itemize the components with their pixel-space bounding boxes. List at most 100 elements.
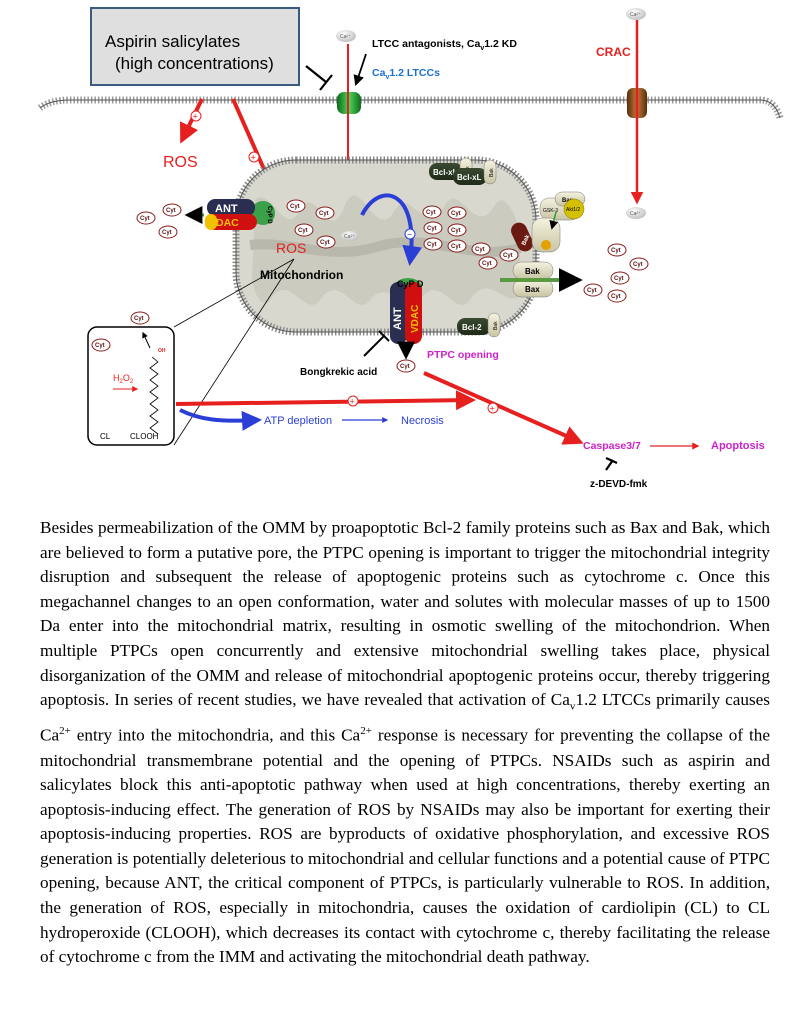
cyt-molecule: Cyt bbox=[396, 359, 416, 373]
cyt-molecule: Cyt bbox=[610, 271, 630, 285]
minus-sign: − bbox=[404, 228, 416, 240]
svg-text:Ca²⁺: Ca²⁺ bbox=[344, 234, 355, 240]
svg-text:Bak: Bak bbox=[489, 168, 495, 177]
cyt-molecule: Cyt bbox=[478, 256, 498, 270]
ros-outside-label: ROS bbox=[163, 154, 198, 171]
cyt-molecule: Cyt bbox=[130, 311, 150, 325]
svg-text:Cyt: Cyt bbox=[95, 343, 105, 349]
cyt-molecule: Cyt bbox=[583, 283, 603, 297]
svg-text:Cyt: Cyt bbox=[320, 240, 330, 246]
cyt-molecule: Cyt bbox=[316, 235, 336, 249]
plus-sign: + bbox=[347, 395, 359, 407]
svg-text:Bax: Bax bbox=[525, 285, 540, 294]
aspirin-line1: Aspirin salicylates bbox=[105, 32, 240, 51]
svg-text:Bcl-xL: Bcl-xL bbox=[433, 168, 458, 177]
svg-text:CyP D: CyP D bbox=[397, 279, 424, 289]
cyt-molecule: Cyt bbox=[629, 257, 649, 271]
aspirin-box: Aspirin salicylates (high concentrations… bbox=[90, 7, 300, 86]
svg-text:+: + bbox=[490, 404, 495, 414]
cyt-molecule: Cyt bbox=[471, 242, 491, 256]
clooh-cyt-release-arrow bbox=[175, 390, 476, 411]
cyt-molecule: Cyt bbox=[315, 206, 335, 220]
svg-text:Cyt: Cyt bbox=[427, 226, 437, 232]
plus-sign: + bbox=[248, 151, 260, 163]
svg-text:VDAC: VDAC bbox=[209, 217, 239, 229]
bongkrekic-inhibit bbox=[363, 335, 385, 357]
cyt-molecule: Cyt bbox=[607, 243, 627, 257]
aspirin-line2: (high concentrations) bbox=[115, 54, 274, 73]
cyt-molecule: Cyt bbox=[499, 248, 519, 262]
svg-text:Cyt: Cyt bbox=[298, 228, 308, 234]
crac-label: CRAC bbox=[596, 45, 631, 59]
svg-text:ANT: ANT bbox=[215, 203, 238, 215]
atp-depletion-arrow bbox=[179, 408, 262, 431]
plus-sign: + bbox=[190, 110, 202, 122]
svg-text:−: − bbox=[407, 230, 412, 240]
svg-text:Cyt: Cyt bbox=[451, 244, 461, 250]
svg-text:Akt1/2: Akt1/2 bbox=[566, 207, 580, 213]
cyt-molecule: Cyt bbox=[286, 199, 306, 213]
svg-text:Bak: Bak bbox=[521, 233, 531, 246]
cyt-molecule: Cyt bbox=[158, 225, 178, 239]
cyt-molecule: Cyt bbox=[423, 221, 443, 235]
ptpc-opening-label: PTPC opening bbox=[427, 349, 499, 361]
svg-text:Ca²⁺: Ca²⁺ bbox=[340, 34, 351, 40]
svg-text:ANT: ANT bbox=[392, 307, 404, 330]
svg-text:Cyt: Cyt bbox=[451, 211, 461, 217]
svg-text:Cyt: Cyt bbox=[290, 204, 300, 210]
cyt-molecule: Cyt bbox=[423, 237, 443, 251]
cyt-molecule: Cyt bbox=[162, 203, 182, 217]
svg-text:Bcl-2: Bcl-2 bbox=[462, 323, 482, 332]
bclxl-bak-2: Bcl-xL Bak bbox=[453, 159, 497, 185]
bcl2-bak: Bcl-2 Bak bbox=[457, 312, 501, 338]
svg-text:Cyt: Cyt bbox=[140, 216, 150, 222]
svg-text:Cyt: Cyt bbox=[400, 364, 410, 370]
mitochondrial-apoptosis-diagram: Aspirin salicylates (high concentrations… bbox=[37, 7, 784, 490]
apoptosis-label: Apoptosis bbox=[711, 440, 765, 452]
svg-text:Cyt: Cyt bbox=[633, 262, 643, 268]
mitochondrion bbox=[232, 156, 540, 336]
cyt-molecule: Cyt bbox=[447, 239, 467, 253]
svg-text:Ca²⁺: Ca²⁺ bbox=[630, 12, 641, 18]
cyt-molecules: Cyt Cyt Cyt Cyt Cyt Cyt Cyt Cyt Cyt Cyt … bbox=[91, 199, 649, 373]
ca-blue-arrow bbox=[360, 193, 423, 266]
central-ptpc: ANT VDAC CyP D bbox=[390, 278, 424, 360]
cyt-molecule: Cyt bbox=[136, 211, 156, 225]
cyt-molecule: Cyt bbox=[447, 206, 467, 220]
svg-text:Cyt: Cyt bbox=[482, 261, 492, 267]
ca-ion: Ca²⁺ bbox=[336, 30, 356, 42]
ca-ion: Ca²⁺ bbox=[341, 231, 359, 241]
svg-text:Cyt: Cyt bbox=[611, 294, 621, 300]
svg-text:GSK-3: GSK-3 bbox=[543, 208, 558, 214]
necrosis-label: Necrosis bbox=[401, 415, 444, 427]
svg-text:Bak: Bak bbox=[493, 321, 499, 330]
svg-text:Bcl-xL: Bcl-xL bbox=[457, 173, 482, 182]
caspase-label: Caspase3/7 bbox=[583, 440, 641, 452]
bax-gsk-akt-cluster: GSK-3 Bax Akt1/2 Bak bbox=[511, 191, 586, 253]
svg-text:Cyt: Cyt bbox=[451, 228, 461, 234]
clooh-label: CLOOH bbox=[130, 432, 159, 441]
plus-sign: + bbox=[487, 402, 499, 414]
svg-text:Cyt: Cyt bbox=[427, 242, 437, 248]
antagonist-arrow bbox=[353, 53, 367, 87]
cav12-ltcc-label: Cav1.2 LTCCs bbox=[372, 67, 440, 81]
svg-text:Cyt: Cyt bbox=[426, 210, 436, 216]
svg-text:Cyt: Cyt bbox=[475, 247, 485, 253]
svg-text:Cyt: Cyt bbox=[319, 211, 329, 217]
cyt-molecule: Cyt bbox=[607, 289, 627, 303]
svg-text:Cyt: Cyt bbox=[503, 253, 513, 259]
atp-depletion-label: ATP depletion bbox=[264, 415, 332, 427]
svg-text:+: + bbox=[251, 153, 256, 163]
mitochondrion-label: Mitochondrion bbox=[260, 268, 343, 282]
svg-text:Cyt: Cyt bbox=[587, 288, 597, 294]
ros-inside-label: ROS bbox=[276, 240, 306, 256]
cl-label: CL bbox=[100, 432, 111, 441]
bak-bax-pore: Bak Bax bbox=[500, 261, 583, 298]
cyt-caspase-arrow bbox=[423, 371, 584, 445]
aspirin-inhibit-ltcc bbox=[305, 65, 333, 91]
svg-text:Bak: Bak bbox=[525, 267, 540, 276]
cyt-molecule: Cyt bbox=[447, 223, 467, 237]
cyt-molecule: Cyt bbox=[422, 205, 442, 219]
cyt-molecule: Cyt bbox=[91, 338, 111, 352]
cardiolipin-inset: H2O2 OH CL CLOOH bbox=[87, 258, 295, 446]
